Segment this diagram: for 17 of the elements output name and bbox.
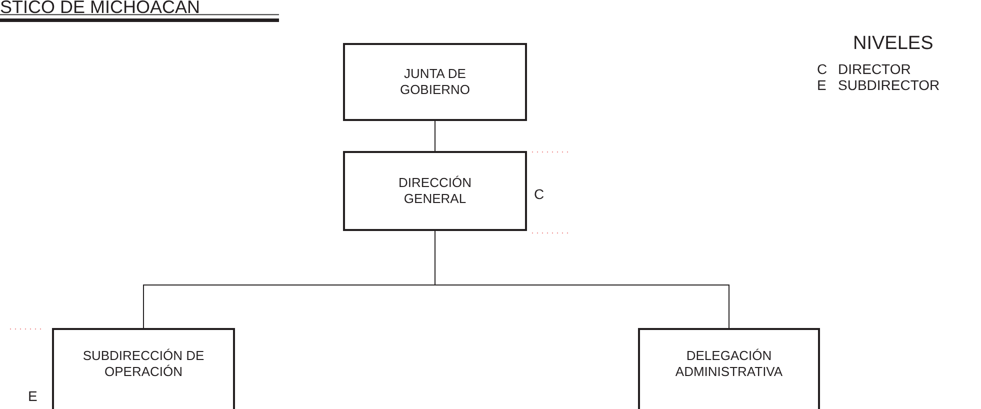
legend-text: C <box>817 61 828 77</box>
legend-text: E <box>817 77 826 93</box>
box-label: JUNTA DE GOBIERNO <box>398 66 472 98</box>
legend-text: SUBDIRECTOR <box>838 77 940 93</box>
level-letter: E <box>28 388 38 404</box>
legend-heading: NIVELES <box>853 36 934 52</box>
org-box <box>343 43 527 121</box>
legend-text: DIRECTOR <box>838 61 911 77</box>
org-box <box>343 151 527 231</box>
box-label: DIRECCIÓN GENERAL <box>398 175 472 207</box>
box-label: SUBDIRECCIÓN DE OPERACIÓN <box>82 348 206 380</box>
title: STICO DE MICHOACAN <box>0 0 200 16</box>
level-letter: C <box>534 186 544 202</box>
box-label: DELEGACIÓN ADMINISTRATIVA <box>674 348 784 380</box>
org-box <box>52 328 235 409</box>
connector-line <box>434 120 436 152</box>
org-box <box>638 328 820 409</box>
